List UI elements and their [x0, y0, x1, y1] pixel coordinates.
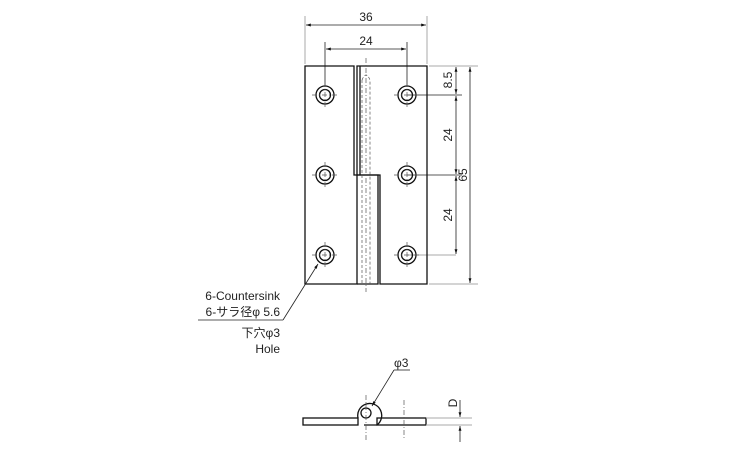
- dim-top-offset: 8.5: [441, 71, 455, 88]
- hole: [394, 162, 420, 188]
- countersink-holes: [312, 82, 420, 268]
- dim-hole-spacing: 24: [359, 34, 373, 48]
- hole: [394, 242, 420, 268]
- dim-pin-diameter: φ3: [394, 356, 409, 370]
- hole: [312, 162, 338, 188]
- extension-lines: [304, 16, 478, 285]
- callout-hole-en: Hole: [255, 342, 280, 356]
- dim-overall-height: 65: [456, 168, 470, 182]
- dim-thickness: D: [446, 398, 460, 407]
- dimension-lines: [306, 23, 472, 283]
- dim-hole-pitch-2: 24: [441, 208, 455, 222]
- hinge-front-view: [304, 58, 428, 292]
- dim-overall-width: 36: [359, 10, 373, 24]
- callout-countersink-en: 6-Countersink: [205, 289, 281, 303]
- countersink-leader: [198, 263, 319, 321]
- dim-hole-pitch-1: 24: [441, 128, 455, 142]
- knuckle: [357, 174, 379, 285]
- hinge-side-view: [302, 369, 472, 442]
- callout-countersink-jp: 6-サラ径φ 5.6: [206, 305, 281, 319]
- callout-hole-jp: 下穴φ3: [242, 325, 281, 340]
- hole: [312, 82, 338, 108]
- hole: [394, 82, 420, 108]
- hole: [312, 242, 338, 268]
